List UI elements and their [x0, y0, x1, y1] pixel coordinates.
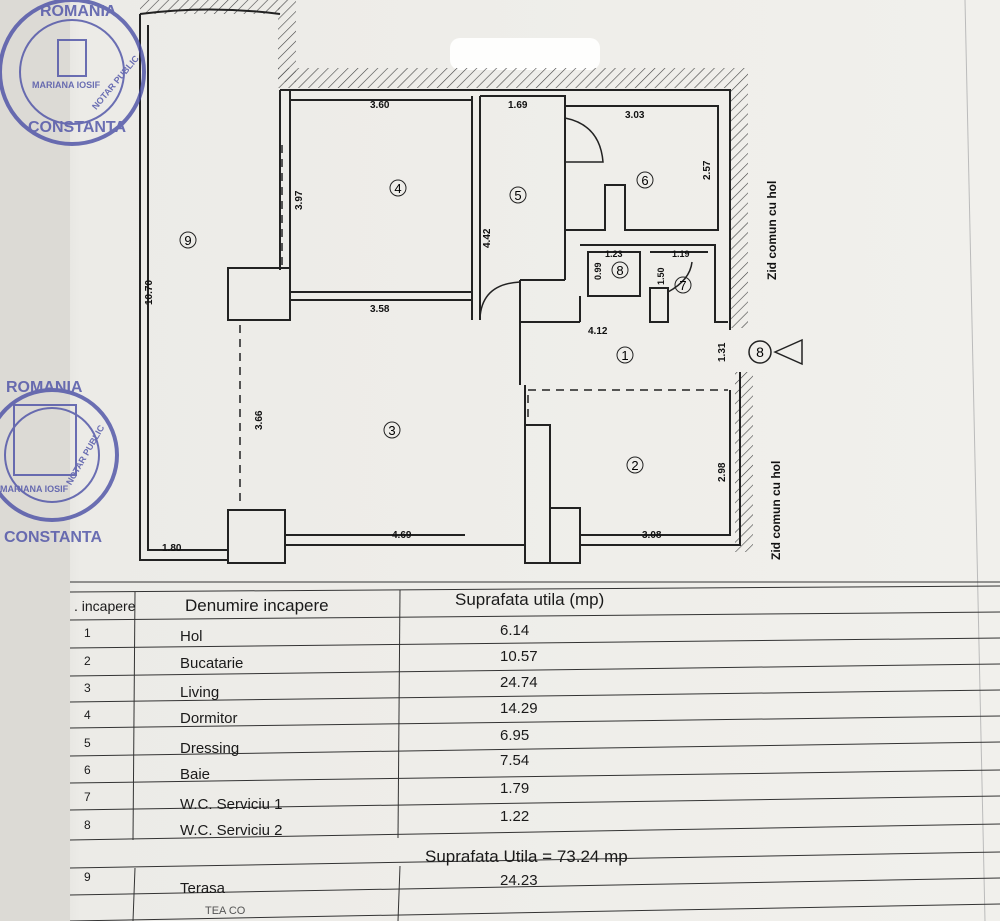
dim-0-99: 0.99: [593, 262, 603, 280]
row-name: Bucatarie: [180, 655, 244, 672]
stamp-top-line2: MARIANA IOSIF: [32, 80, 101, 90]
dim-3-58: 3.58: [370, 304, 390, 315]
row-area: 10.57: [500, 648, 538, 665]
stamp-bottom-line2: MARIANA IOSIF: [0, 484, 69, 494]
wall-note-bottom: Zid comun cu hol: [769, 461, 783, 560]
dim-3-97: 3.97: [294, 190, 305, 210]
table-header-area: Suprafata utila (mp): [455, 590, 605, 609]
row-area: 6.95: [500, 727, 530, 744]
room-number-6: 6: [641, 173, 648, 188]
row-name: Dormitor: [180, 710, 238, 727]
dim-3-60: 3.60: [370, 100, 390, 111]
dashed-dividers: [239, 145, 728, 505]
dim-2-57: 2.57: [702, 160, 713, 180]
dim-4-69: 4.69: [392, 530, 412, 541]
footer-partial-text: TEA CO: [205, 905, 246, 917]
row-nr: 8: [84, 818, 91, 832]
table-header-nr: . incapere: [74, 598, 136, 614]
row-name: Dressing: [180, 740, 240, 757]
entrance-number: 8: [756, 344, 764, 360]
row-nr: 7: [84, 790, 91, 804]
dim-4-12: 4.12: [588, 326, 608, 337]
stamp-top-line1: ROMANIA: [40, 3, 117, 20]
dim-2-98: 2.98: [717, 462, 728, 482]
room-number-1: 1: [621, 348, 628, 363]
dim-4-42: 4.42: [482, 228, 493, 248]
stamp-bottom-line1: ROMANIA: [6, 379, 83, 396]
dim-10-70: 10.70: [144, 280, 155, 305]
row-area: 24.74: [500, 674, 538, 691]
room-number-3: 3: [388, 423, 395, 438]
wall-note-top: Zid comun cu hol: [765, 181, 779, 280]
table-grid: [69, 581, 1000, 921]
dim-1-19: 1.19: [672, 249, 690, 259]
stamp-top-line4: CONSTANTA: [28, 119, 127, 136]
entrance-marker: 8: [748, 338, 803, 366]
page-edge-line: [964, 0, 986, 921]
table-header-name: Denumire incapere: [185, 596, 329, 615]
row-name: W.C. Serviciu 1: [180, 796, 283, 813]
dim-1-80: 1.80: [162, 543, 182, 554]
total-area: Suprafata Utila = 73.24 mp: [425, 847, 628, 866]
room-number-5: 5: [514, 188, 521, 203]
wall-notes: Zid comun cu hol Zid comun cu hol: [765, 181, 783, 560]
plan-walls: [139, 8, 741, 564]
terrace-name: Terasa: [180, 880, 226, 897]
row-area: 6.14: [500, 622, 530, 639]
coat-of-arms-icon: [57, 39, 87, 77]
room-number-4: 4: [394, 181, 401, 196]
row-nr: 6: [84, 763, 91, 777]
terrace-nr: 9: [84, 870, 91, 884]
dim-1-50: 1.50: [656, 267, 666, 285]
room-number-7: 7: [679, 278, 686, 293]
terrace-area: 24.23: [500, 872, 538, 889]
room-number-2: 2: [631, 458, 638, 473]
coat-of-arms-icon: [13, 404, 77, 476]
row-area: 1.79: [500, 780, 530, 797]
row-nr: 4: [84, 708, 91, 722]
row-nr: 3: [84, 681, 91, 695]
row-nr: 1: [84, 626, 91, 640]
dim-3-66: 3.66: [254, 410, 265, 430]
dim-1-69: 1.69: [508, 100, 528, 111]
row-nr: 5: [84, 736, 91, 750]
row-area: 14.29: [500, 700, 538, 717]
dim-3-03: 3.03: [625, 110, 645, 121]
notary-stamp-top: ROMANIA MARIANA IOSIF NOTAR PUBLIC CONST…: [0, 0, 146, 146]
redacted-patch: [450, 38, 600, 70]
row-name: Baie: [180, 766, 211, 783]
room-number-8: 8: [616, 263, 623, 278]
dim-1-23: 1.23: [605, 249, 623, 259]
room-number-9: 9: [184, 233, 191, 248]
dim-1-31: 1.31: [717, 342, 728, 362]
door-arcs: [479, 117, 693, 319]
row-name: Living: [180, 684, 220, 701]
room-numbers: 1 2 3 4 5 6 7 8 9: [179, 171, 692, 474]
row-nr: 2: [84, 654, 91, 668]
dimension-labels: 3.60 1.69 3.03 3.58 4.12 1.23 1.19 1.80 …: [144, 100, 728, 554]
stamp-bottom-line4: CONSTANTA: [4, 529, 103, 546]
row-area: 1.22: [500, 808, 530, 825]
row-area: 7.54: [500, 752, 530, 769]
row-name: W.C. Serviciu 2: [180, 822, 283, 839]
page-fold-shadow: [0, 0, 70, 921]
dim-3-08: 3.08: [642, 530, 662, 541]
row-name: Hol: [180, 628, 203, 645]
